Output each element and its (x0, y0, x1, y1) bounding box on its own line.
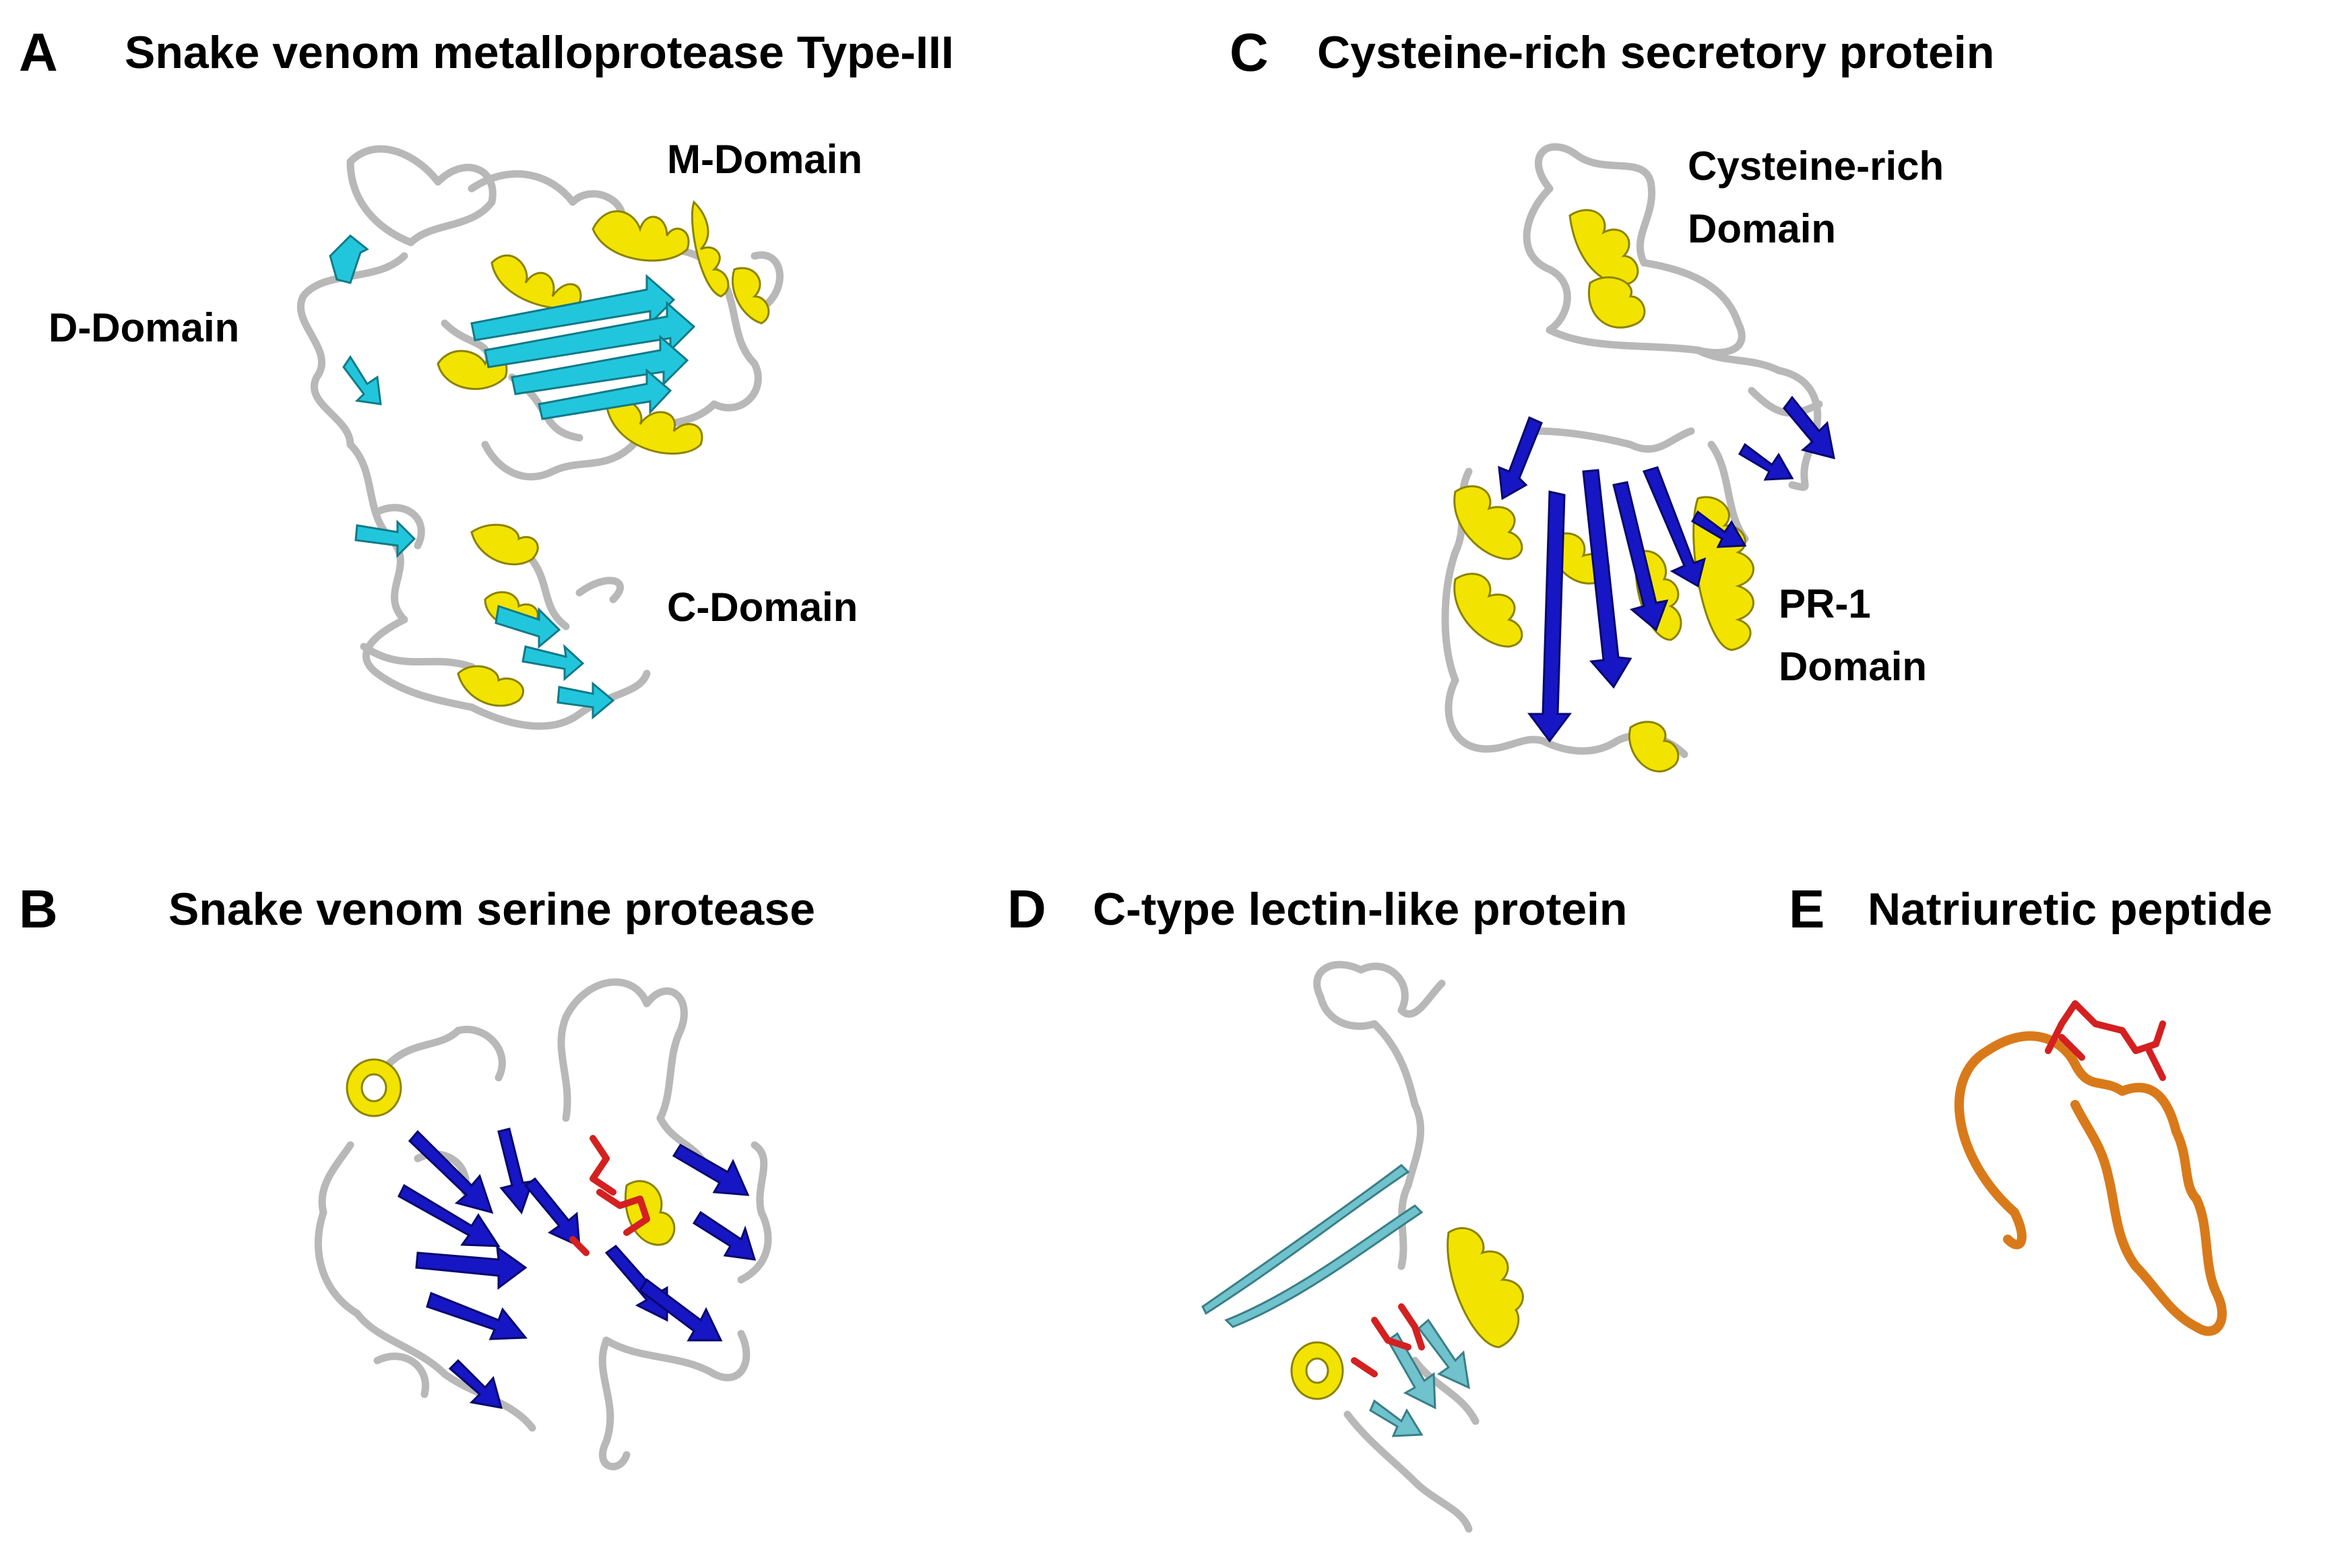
panel-b-letter: B (19, 879, 58, 939)
panel-e-letter: E (1789, 879, 1825, 939)
panel-a-structure (296, 145, 784, 730)
panel-a-strands (329, 234, 696, 720)
peptide-backbone (1954, 1031, 2227, 1336)
panel-c-strands (1498, 395, 1835, 743)
panel-e-structure (1954, 1000, 2227, 1336)
c-domain-label: C-Domain (667, 585, 858, 630)
panel-a-title: Snake venom metalloprotease Type-III (125, 27, 954, 78)
panel-a-helices (437, 200, 770, 707)
panel-d-coils (1313, 960, 1480, 1533)
panel-b-strands (398, 1128, 757, 1409)
panel-b-title: Snake venom serine protease (168, 884, 816, 935)
panel-b-structure (314, 978, 772, 1470)
pr1-domain-label: PR-1 Domain (1779, 573, 1927, 698)
panel-b-coils (314, 978, 772, 1470)
panel-d-structure (1201, 960, 1524, 1533)
pr1-line1: PR-1 (1779, 581, 1871, 626)
pr1-line2: Domain (1779, 644, 1928, 689)
panel-c-letter: C (1230, 22, 1269, 82)
panel-c-helices (1453, 209, 1754, 773)
panel-c-structure (1441, 143, 1835, 773)
panel-d-helices (1290, 1227, 1524, 1400)
cysteine-rich-domain-label: Cysteine-rich Domain (1688, 135, 1944, 260)
panel-a-letter: A (19, 22, 58, 82)
panel-e-disulfide (2045, 1000, 2166, 1081)
panel-e-title: Natriuretic peptide (1868, 884, 2273, 935)
panel-b-sidechains (569, 1135, 650, 1256)
panel-b-helices (346, 1058, 676, 1246)
panel-c-title: Cysteine-rich secretory protein (1317, 27, 1995, 78)
d-domain-label: D-Domain (49, 305, 240, 350)
panel-a-coils (296, 145, 784, 730)
panel-c-coils (1441, 143, 1823, 758)
cysteine-rich-line1: Cysteine-rich (1688, 143, 1944, 189)
panel-d-sidechains (1351, 1303, 1425, 1377)
cysteine-rich-line2: Domain (1688, 206, 1837, 251)
panel-d-letter: D (1007, 879, 1046, 939)
panel-d-title: C-type lectin-like protein (1093, 884, 1628, 935)
m-domain-label: M-Domain (667, 137, 862, 182)
